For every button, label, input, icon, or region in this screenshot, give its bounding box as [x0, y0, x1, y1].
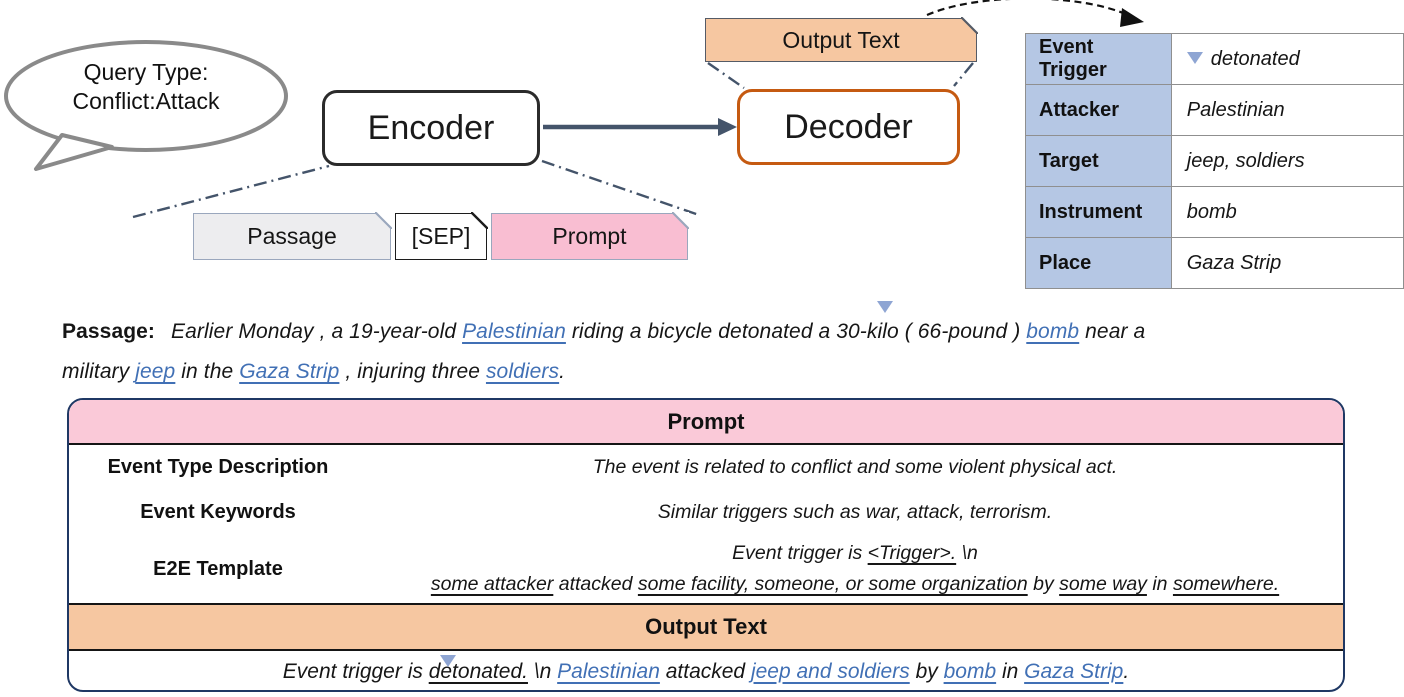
- argument-table: Event Trigger detonated Attacker Palesti…: [1025, 33, 1404, 289]
- output-text-label: Output Text: [782, 26, 900, 53]
- prompt-card-row: E2E Template Event trigger is <Trigger>.…: [69, 535, 1343, 603]
- encoder-decoder-arrow: [543, 118, 737, 136]
- table-row-label: Place: [1025, 237, 1172, 289]
- row-label: Event Keywords: [140, 501, 296, 523]
- prompt-card-header: Prompt: [69, 400, 1343, 445]
- table-row: Event Trigger detonated: [1025, 33, 1404, 85]
- trigger-marker-icon: [1186, 51, 1203, 64]
- passage-line-2: military jeep in the Gaza Strip , injuri…: [62, 352, 1392, 392]
- prompt-card-row: Event Keywords Similar triggers such as …: [69, 490, 1343, 535]
- outputtext-decoder-connector-left: [707, 62, 745, 89]
- output-text-line: Event trigger is detonated. \n Palestini…: [282, 659, 1130, 683]
- row-label: E2E Template: [153, 557, 283, 580]
- passage-label: Passage:: [62, 320, 156, 343]
- trigger-marker-icon: [877, 301, 893, 313]
- e2e-template-line-1: Event trigger is <Trigger>. \n: [732, 542, 978, 564]
- folded-corner-icon: [961, 17, 978, 34]
- table-row-value: Palestinian: [1170, 84, 1404, 136]
- output-text-header: Output Text: [69, 603, 1343, 651]
- table-row: Attacker Palestinian: [1025, 84, 1404, 136]
- prompt-token-label: Prompt: [552, 223, 627, 249]
- passage-token-label: Passage: [247, 223, 337, 249]
- passage-paragraph: Passage: Earlier Monday , a 19-year-old P…: [62, 312, 1392, 392]
- row-value: The event is related to conflict and som…: [592, 456, 1118, 478]
- trigger-marker-icon: [440, 655, 456, 667]
- bubble-line1: Query Type:: [83, 59, 209, 85]
- outputtext-decoder-connector-right: [953, 62, 974, 87]
- table-row: Instrument bomb: [1025, 186, 1404, 238]
- table-row: Place Gaza Strip: [1025, 237, 1404, 289]
- table-row-value: jeep, soldiers: [1170, 135, 1404, 187]
- bubble-line2: Conflict:Attack: [72, 88, 220, 114]
- row-label: Event Type Description: [107, 456, 329, 478]
- passage-text: military jeep in the Gaza Strip , injuri…: [62, 360, 566, 383]
- output-text-box: Output Text: [705, 17, 978, 62]
- decoder-box: Decoder: [737, 89, 960, 165]
- query-type-bubble: Query Type: Conflict:Attack: [18, 58, 274, 116]
- passage-token-box: Passage: [193, 212, 392, 260]
- table-row-value: bomb: [1170, 186, 1404, 238]
- folded-corner-icon: [375, 212, 392, 229]
- speech-bubble-tail: [34, 133, 114, 171]
- sep-token-box: [SEP]: [395, 212, 488, 260]
- output-to-table-arrow: [926, 0, 1144, 27]
- table-row-label: Event Trigger: [1025, 33, 1172, 85]
- encoder-box: Encoder: [322, 90, 540, 166]
- table-row-value: Gaza Strip: [1170, 237, 1404, 289]
- sep-token-label: [SEP]: [411, 223, 471, 249]
- e2e-template-line-2: some attacker attacked some facility, so…: [430, 573, 1280, 595]
- prompt-token-box: Prompt: [491, 212, 689, 260]
- passage-line-1: Passage: Earlier Monday , a 19-year-old P…: [62, 312, 1392, 352]
- table-row-label: Target: [1025, 135, 1172, 187]
- table-row-label: Instrument: [1025, 186, 1172, 238]
- row-value: Event trigger is <Trigger>. \n some atta…: [367, 538, 1343, 600]
- table-row: Target jeep, soldiers: [1025, 135, 1404, 187]
- row-value: Similar triggers such as war, attack, te…: [657, 501, 1053, 523]
- encoder-passage-connector: [132, 164, 330, 219]
- speech-bubble: [4, 40, 288, 152]
- table-row-label: Attacker: [1025, 84, 1172, 136]
- passage-text: Earlier Monday , a 19-year-old Palestini…: [171, 320, 1146, 343]
- prompt-card: Prompt Event Type Description The event …: [67, 398, 1345, 692]
- encoder-prompt-connector: [541, 159, 700, 217]
- table-row-value: detonated: [1170, 33, 1404, 85]
- prompt-card-row: Event Type Description The event is rela…: [69, 445, 1343, 490]
- folded-corner-icon: [471, 212, 488, 229]
- folded-corner-icon: [672, 212, 689, 229]
